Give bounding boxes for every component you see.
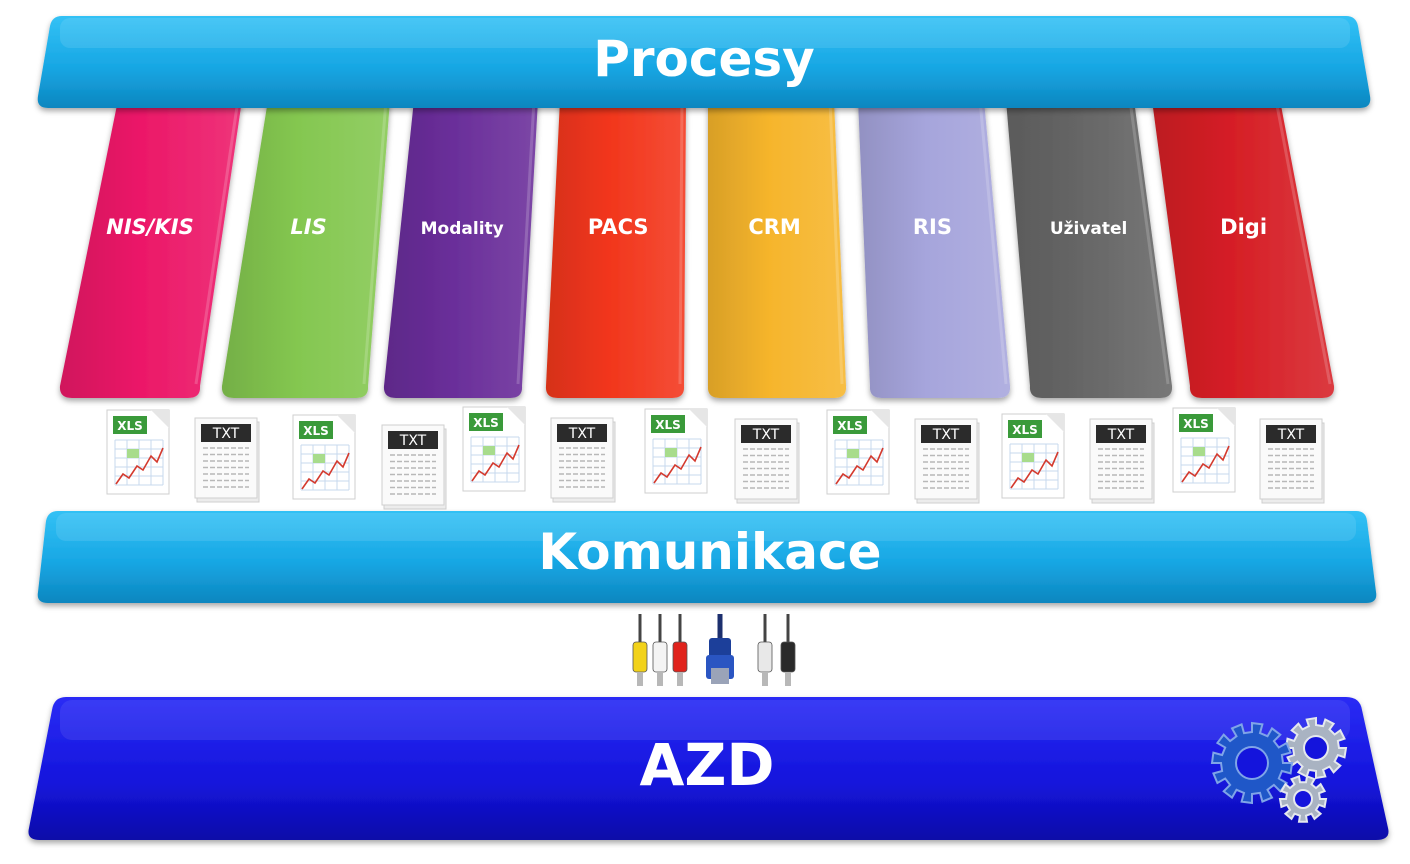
xls-file-icon: XLS [644,408,708,494]
column-label: Modality [421,219,504,239]
rca-yellow-plug-icon [632,614,648,686]
usb-white-plug-icon [757,614,773,686]
file-type-label: TXT [568,426,596,442]
column-ris: RIS [858,99,1011,398]
audio-black-plug-icon [780,614,796,686]
file-type-label: XLS [837,419,863,433]
txt-file-icon: TXT [381,424,447,510]
column-digi: Digi [1152,99,1335,398]
txt-file-icon: TXT [1089,418,1155,504]
rca-white-plug-icon [652,614,668,686]
gears-icon [1210,716,1348,823]
file-type-label: TXT [212,426,240,442]
column-label: Digi [1220,215,1267,239]
txt-file-icon: TXT [914,418,980,504]
procesy-band: Procesy [37,16,1371,108]
column-lis: LIS [221,99,390,398]
column-label: Uživatel [1050,219,1128,239]
xls-file-icon: XLS [106,409,170,495]
file-type-label: XLS [473,416,499,430]
file-type-label: XLS [1012,423,1038,437]
column-label: CRM [748,215,800,239]
txt-file-icon: TXT [550,417,616,503]
file-type-label: TXT [752,427,780,443]
xls-file-icon: XLS [1001,413,1065,499]
column-u-ivatel: Uživatel [1006,99,1173,398]
xls-file-icon: XLS [462,406,526,492]
column-label: RIS [913,215,952,239]
komunikace-label: Komunikace [538,523,881,581]
txt-file-icon: TXT [194,417,260,503]
vga-connector-icon [706,614,734,684]
column-nis-kis: NIS/KIS [59,99,242,398]
txt-file-icon: TXT [1259,418,1325,504]
file-type-label: TXT [399,433,427,449]
rca-red-plug-icon [672,614,688,686]
file-type-label: TXT [1277,427,1305,443]
azd-band: AZD [28,697,1389,840]
system-columns: NIS/KIS LIS Modality PACS CRM RIS Uživatel Digi [59,99,1335,398]
azd-label: AZD [639,731,774,799]
column-modality: Modality [383,99,538,398]
file-type-label: TXT [1107,427,1135,443]
file-type-label: XLS [303,424,329,438]
komunikace-band: Komunikace [37,511,1377,603]
file-icons-row: XLS TXT XLS TXT XLS TXT XLS TXT XLS TXT XLS TXT XLS T… [106,406,1325,510]
xls-file-icon: XLS [292,414,356,500]
column-label: LIS [290,215,326,239]
txt-file-icon: TXT [734,418,800,504]
xls-file-icon: XLS [1172,407,1236,493]
file-type-label: XLS [117,419,143,433]
file-type-label: XLS [655,418,681,432]
column-label: PACS [588,215,649,239]
procesy-label: Procesy [593,30,815,88]
file-type-label: XLS [1183,417,1209,431]
xls-file-icon: XLS [826,409,890,495]
connectors-group [632,614,796,686]
column-label: NIS/KIS [106,215,193,239]
file-type-label: TXT [932,427,960,443]
column-pacs: PACS [545,99,686,398]
column-crm: CRM [707,99,847,398]
